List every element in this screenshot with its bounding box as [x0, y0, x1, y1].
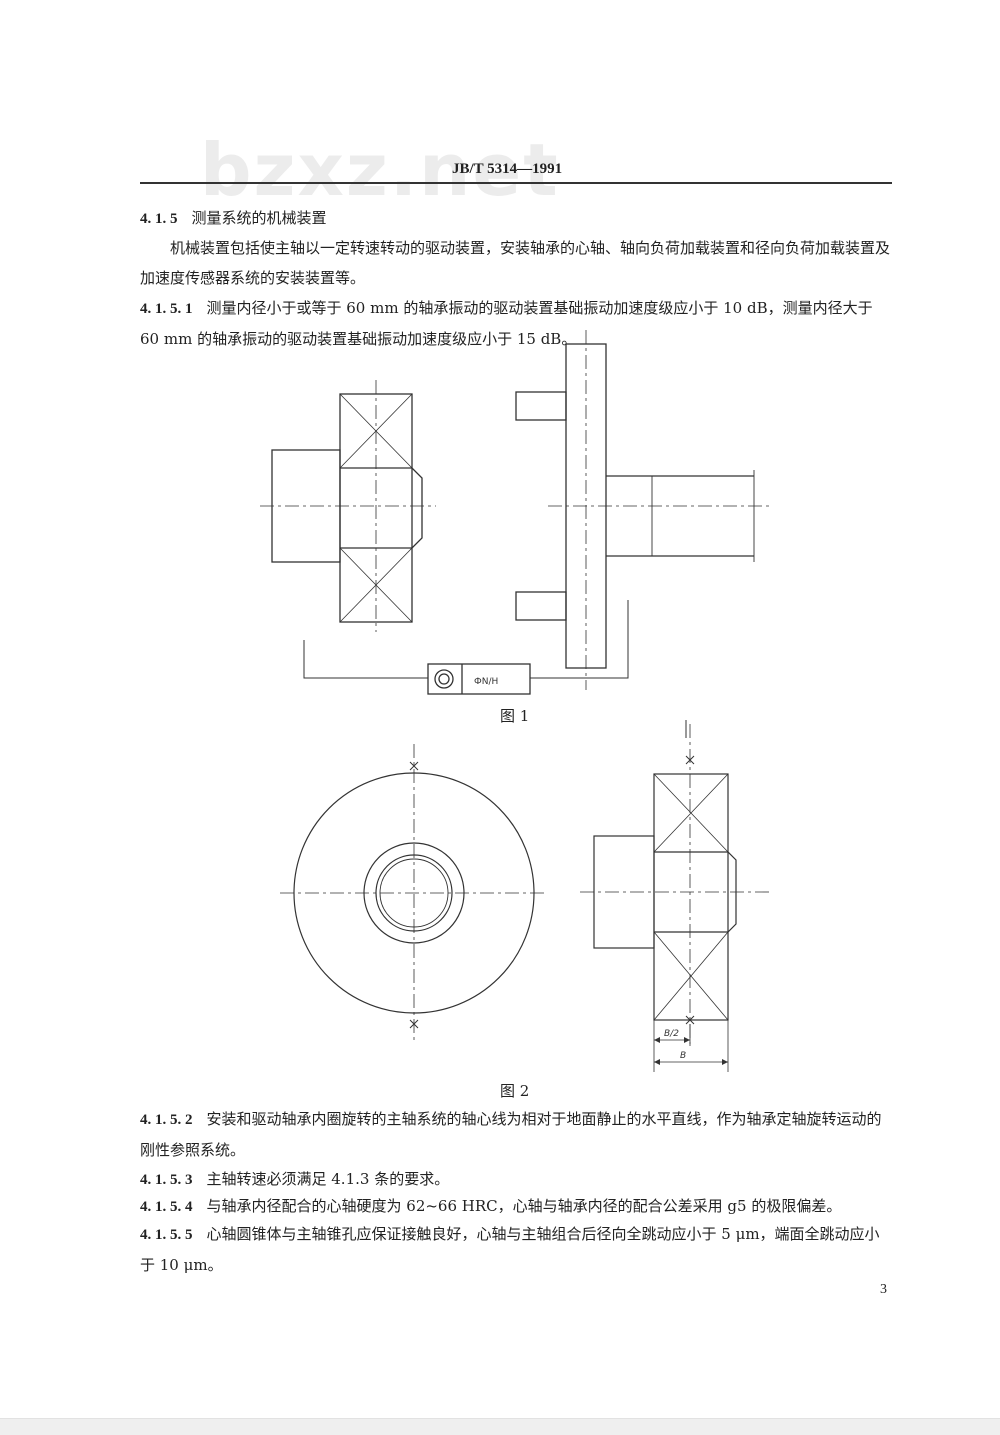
bearing-box-side: [653, 773, 729, 1021]
section-number: 4. 1. 5. 1: [140, 301, 193, 317]
figure-1-caption: 图 1: [500, 707, 530, 725]
instrument-label: ФN/H: [474, 677, 498, 687]
watermark: bzxz.net: [200, 128, 560, 212]
viewer-bottom-bar: [0, 1418, 1000, 1435]
dim-full-label: B: [680, 1051, 686, 1061]
section-number: 4. 1. 5. 5: [140, 1227, 193, 1243]
header-rule: [140, 182, 892, 184]
section-title: 测量系统的机械装置: [191, 209, 327, 227]
section-number: 4. 1. 5. 4: [140, 1199, 193, 1215]
section-4-1-5-3: 4. 1. 5. 3 主轴转速必须满足 4.1.3 条的要求。: [140, 1164, 892, 1195]
section-number: 4. 1. 5. 3: [140, 1172, 193, 1188]
standard-number: JB/T 5314—1991: [452, 161, 563, 177]
section-text: 测量内径小于或等于 60 mm 的轴承振动的驱动装置基础振动加速度级应小于 10…: [140, 299, 873, 348]
section-text: 与轴承内径配合的心轴硬度为 62~66 HRC，心轴与轴承内径的配合公差采用 g…: [206, 1197, 842, 1215]
section-number: 4. 1. 5: [140, 211, 178, 227]
disc-lug-top: [515, 391, 567, 421]
section-text: 安装和驱动轴承内圈旋转的主轴系统的轴心线为相对于地面静止的水平直线，作为轴承定轴…: [140, 1110, 882, 1159]
disc-lug-bottom: [515, 591, 567, 621]
dim-half-label: B/2: [664, 1029, 679, 1039]
section-number: 4. 1. 5. 2: [140, 1112, 193, 1128]
instrument-box: [427, 663, 531, 695]
section-text: 心轴圆锥体与主轴锥孔应保证接触良好，心轴与主轴组合后径向全跳动应小于 5 μm，…: [140, 1225, 880, 1274]
section-4-1-5-4: 4. 1. 5. 4 与轴承内径配合的心轴硬度为 62~66 HRC，心轴与轴承内…: [140, 1191, 892, 1222]
section-4-1-5-body: 机械装置包括使主轴以一定转速转动的驱动装置，安装轴承的心轴、轴向负荷加载装置和径…: [140, 239, 891, 287]
section-text: 主轴转速必须满足 4.1.3 条的要求。: [206, 1170, 450, 1188]
mandrel: [340, 467, 423, 549]
section-4-1-5-heading: 4. 1. 5 测量系统的机械装置: [140, 203, 892, 234]
page-number: 3: [880, 1282, 887, 1297]
figure-2-caption: 图 2: [500, 1082, 530, 1100]
